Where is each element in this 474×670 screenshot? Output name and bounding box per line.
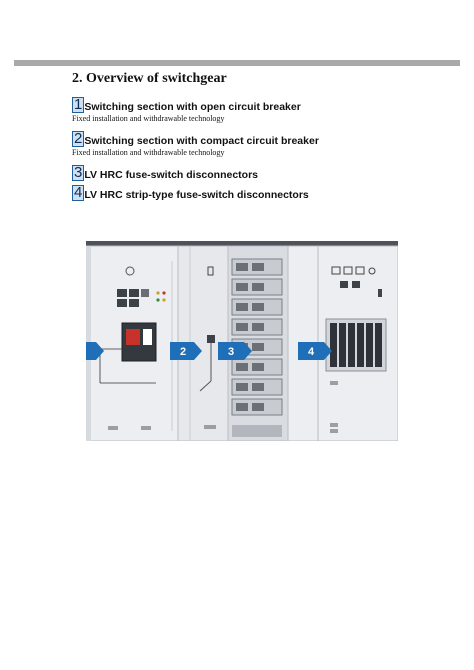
item-subtitle: Fixed installation and withdrawable tech… (72, 148, 225, 157)
item-number: 2 (72, 130, 85, 147)
item-number: 4 (72, 184, 85, 201)
list-item: 3 LV HRC fuse-switch disconnectors (72, 165, 258, 181)
list-item: 4 LV HRC strip-type fuse-switch disconne… (72, 185, 309, 201)
item-title: LV HRC strip-type fuse-switch disconnect… (84, 189, 309, 201)
switchgear-illustration: 1 2 3 4 (86, 241, 398, 441)
item-title: LV HRC fuse-switch disconnectors (84, 169, 259, 181)
section-heading: 2. Overview of switchgear (72, 71, 227, 86)
switchgear-drawing: 1 2 3 4 (86, 241, 398, 441)
callout-label: 4 (308, 346, 315, 358)
header-rule (14, 60, 460, 66)
callout-label: 2 (180, 346, 186, 358)
list-item: 2 Switching section with compact circuit… (72, 131, 319, 158)
item-title: Switching section with compact circuit b… (84, 135, 319, 147)
callout-label: 3 (228, 346, 234, 358)
item-title: Switching section with open circuit brea… (84, 101, 301, 113)
item-subtitle: Fixed installation and withdrawable tech… (72, 114, 225, 123)
item-number: 1 (72, 96, 85, 113)
callout-1 (86, 342, 104, 360)
callout-3 (218, 342, 252, 360)
list-item: 1 Switching section with open circuit br… (72, 97, 301, 124)
item-number: 3 (72, 164, 85, 181)
callout-4 (298, 342, 332, 360)
callout-2 (170, 342, 202, 360)
